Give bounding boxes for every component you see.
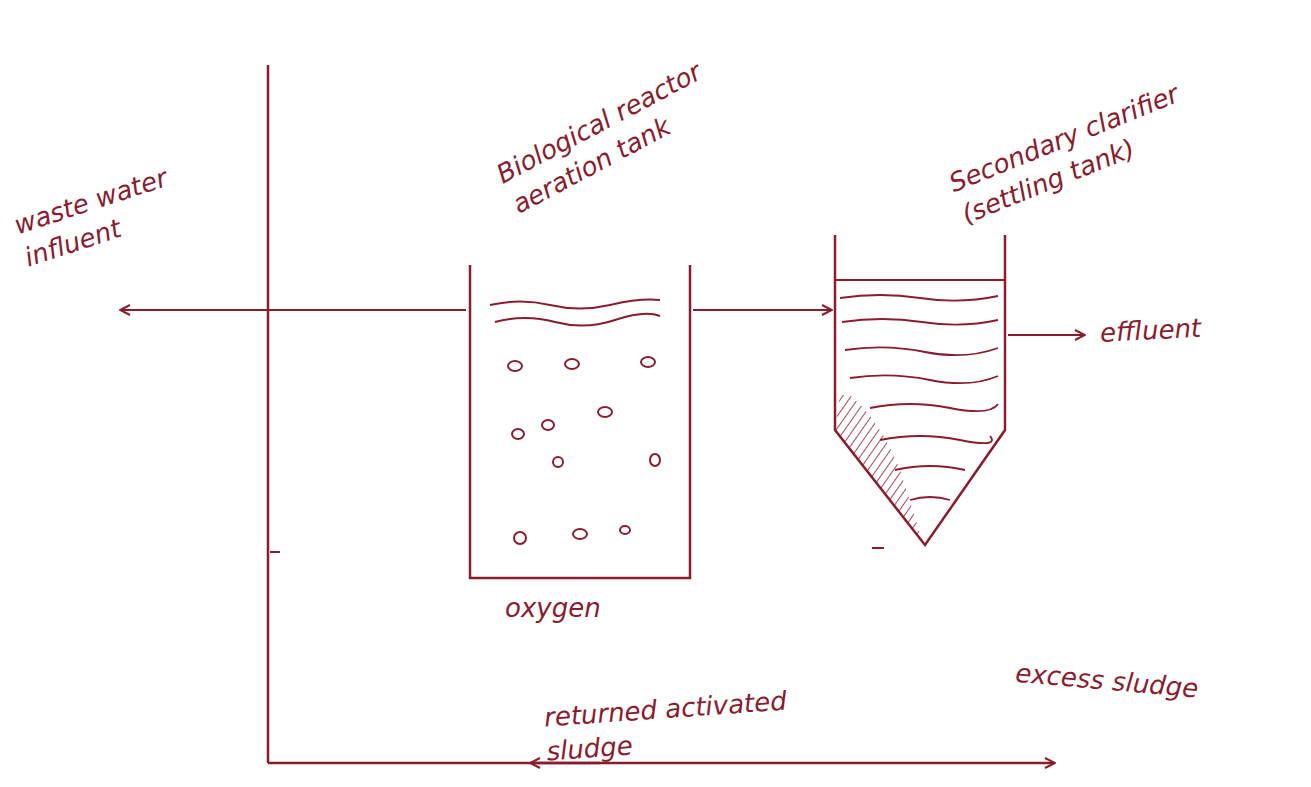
water-line <box>835 279 1005 281</box>
flow-label: effluent <box>1099 307 1291 351</box>
clarifier-contents <box>835 295 998 540</box>
node-heading: Biological reactor aeration tank <box>491 26 779 222</box>
return-line <box>267 65 270 763</box>
flow-label: excess sludge <box>1014 657 1276 713</box>
vessel-wall <box>835 235 1005 545</box>
tank-contents <box>490 300 660 544</box>
flow-label: returned activated sludge <box>543 679 877 769</box>
flow-label: waste water influent <box>10 143 240 275</box>
tank-outline <box>470 265 690 578</box>
influent-arrow <box>120 309 466 311</box>
tick-mark <box>872 547 884 549</box>
tank-outline <box>835 235 1005 545</box>
input-label: oxygen <box>505 592 665 626</box>
sludge-line <box>268 762 1055 765</box>
clarifier-tank: Secondary clarifier (settling tank) <box>835 235 1005 545</box>
flow-arrow <box>693 309 832 311</box>
tick-mark <box>270 551 280 553</box>
aeration-tank: Biological reactor aeration tank <box>470 265 690 578</box>
vessel-wall <box>470 265 690 578</box>
effluent-arrow <box>1008 334 1085 336</box>
node-heading: Secondary clarifier (settling tank) <box>944 46 1275 232</box>
